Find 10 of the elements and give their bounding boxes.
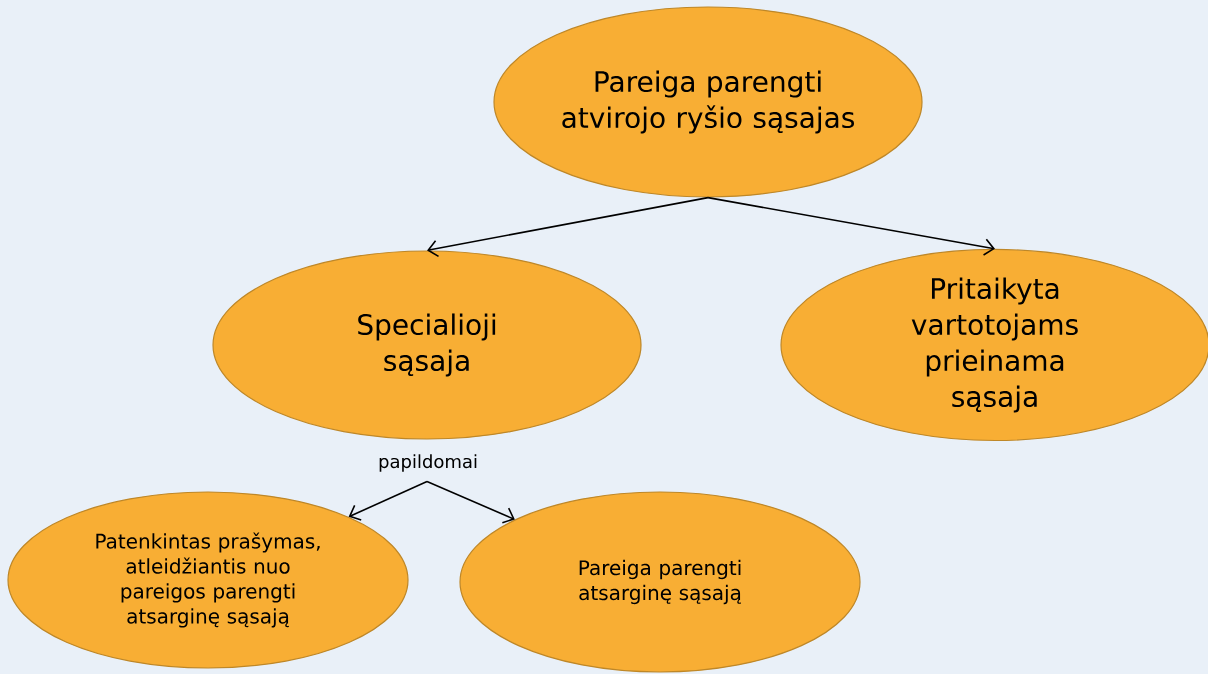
arrow: [707, 196, 995, 256]
ellipse-node: Pareiga parengti atvirojo ryšio sąsajas: [493, 6, 923, 198]
ellipse-node: Specialioji sąsaja: [212, 250, 642, 440]
arrow: [427, 196, 709, 258]
arrow: [426, 480, 515, 524]
annotation-text: papildomai: [379, 454, 477, 472]
ellipse-node: Patenkintas prašymas, atleidžiantis nuo pareigos parengti atsarginę sąsają: [7, 491, 409, 669]
ellipse-node: Pritaikyta vartotojams prieinama sąsaja: [780, 248, 1208, 442]
ellipse-node: Pareiga parengti atsarginę sąsają: [459, 491, 861, 673]
arrow: [348, 480, 428, 521]
